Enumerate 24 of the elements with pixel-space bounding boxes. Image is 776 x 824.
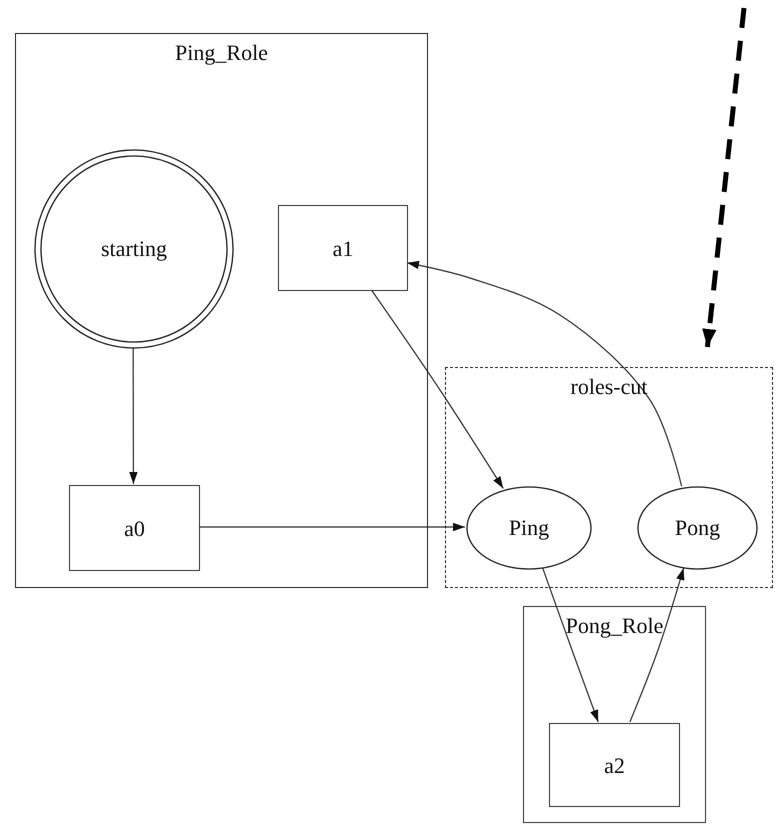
state-box — [69, 485, 200, 571]
cluster-title: Pong_Role — [564, 613, 664, 639]
cluster-box — [523, 606, 706, 823]
state-label: Ping — [508, 515, 550, 541]
state-label: a1 — [332, 236, 354, 262]
state-label: Pong — [674, 515, 722, 541]
state-label: a0 — [123, 516, 146, 542]
arrow — [406, 260, 682, 486]
state-ellipse — [637, 486, 758, 570]
state-label: a2 — [603, 753, 626, 779]
dashed-arrow — [702, 8, 746, 348]
state-box — [278, 205, 408, 291]
state-box — [549, 723, 680, 807]
cluster-box — [15, 33, 428, 588]
arrow — [199, 522, 465, 532]
cluster-box — [445, 367, 773, 588]
initial-state-circle — [34, 149, 234, 349]
state-ellipse — [466, 486, 592, 570]
state-label: starting — [100, 236, 168, 262]
arrow — [542, 568, 599, 722]
arrow — [370, 290, 504, 489]
arrow — [629, 568, 684, 722]
arrow — [129, 348, 138, 484]
cluster-title: Ping_Role — [174, 40, 269, 66]
